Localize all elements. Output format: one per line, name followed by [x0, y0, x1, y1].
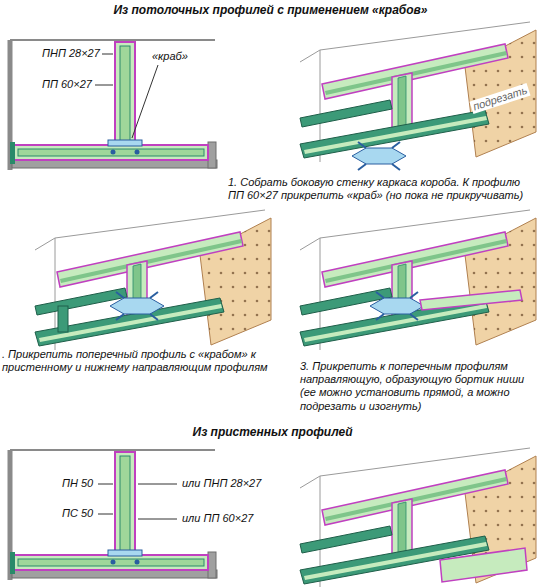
step-caption: 3. Прикрепить к поперечным профилям напр… [300, 360, 538, 413]
section-heading: Из пристенных профилей [2, 425, 541, 439]
profile-label: ПП 60×27 [40, 78, 94, 91]
part-label: «краб» [150, 50, 190, 63]
profile-label: или ПП 60×27 [180, 512, 255, 525]
section-heading: Из потолочных профилей с применением «кр… [0, 3, 541, 17]
step-caption: 1. Собрать боковую стенку каркаса короба… [228, 176, 538, 202]
profile-label: или ПНП 28×27 [180, 477, 263, 490]
step-caption: . Прикрепить поперечный профиль с «крабо… [2, 348, 287, 374]
profile-label: ПС 50 [60, 507, 95, 520]
profile-label: ПН 50 [60, 477, 95, 490]
profile-label: ПНП 28×27 [40, 47, 102, 60]
